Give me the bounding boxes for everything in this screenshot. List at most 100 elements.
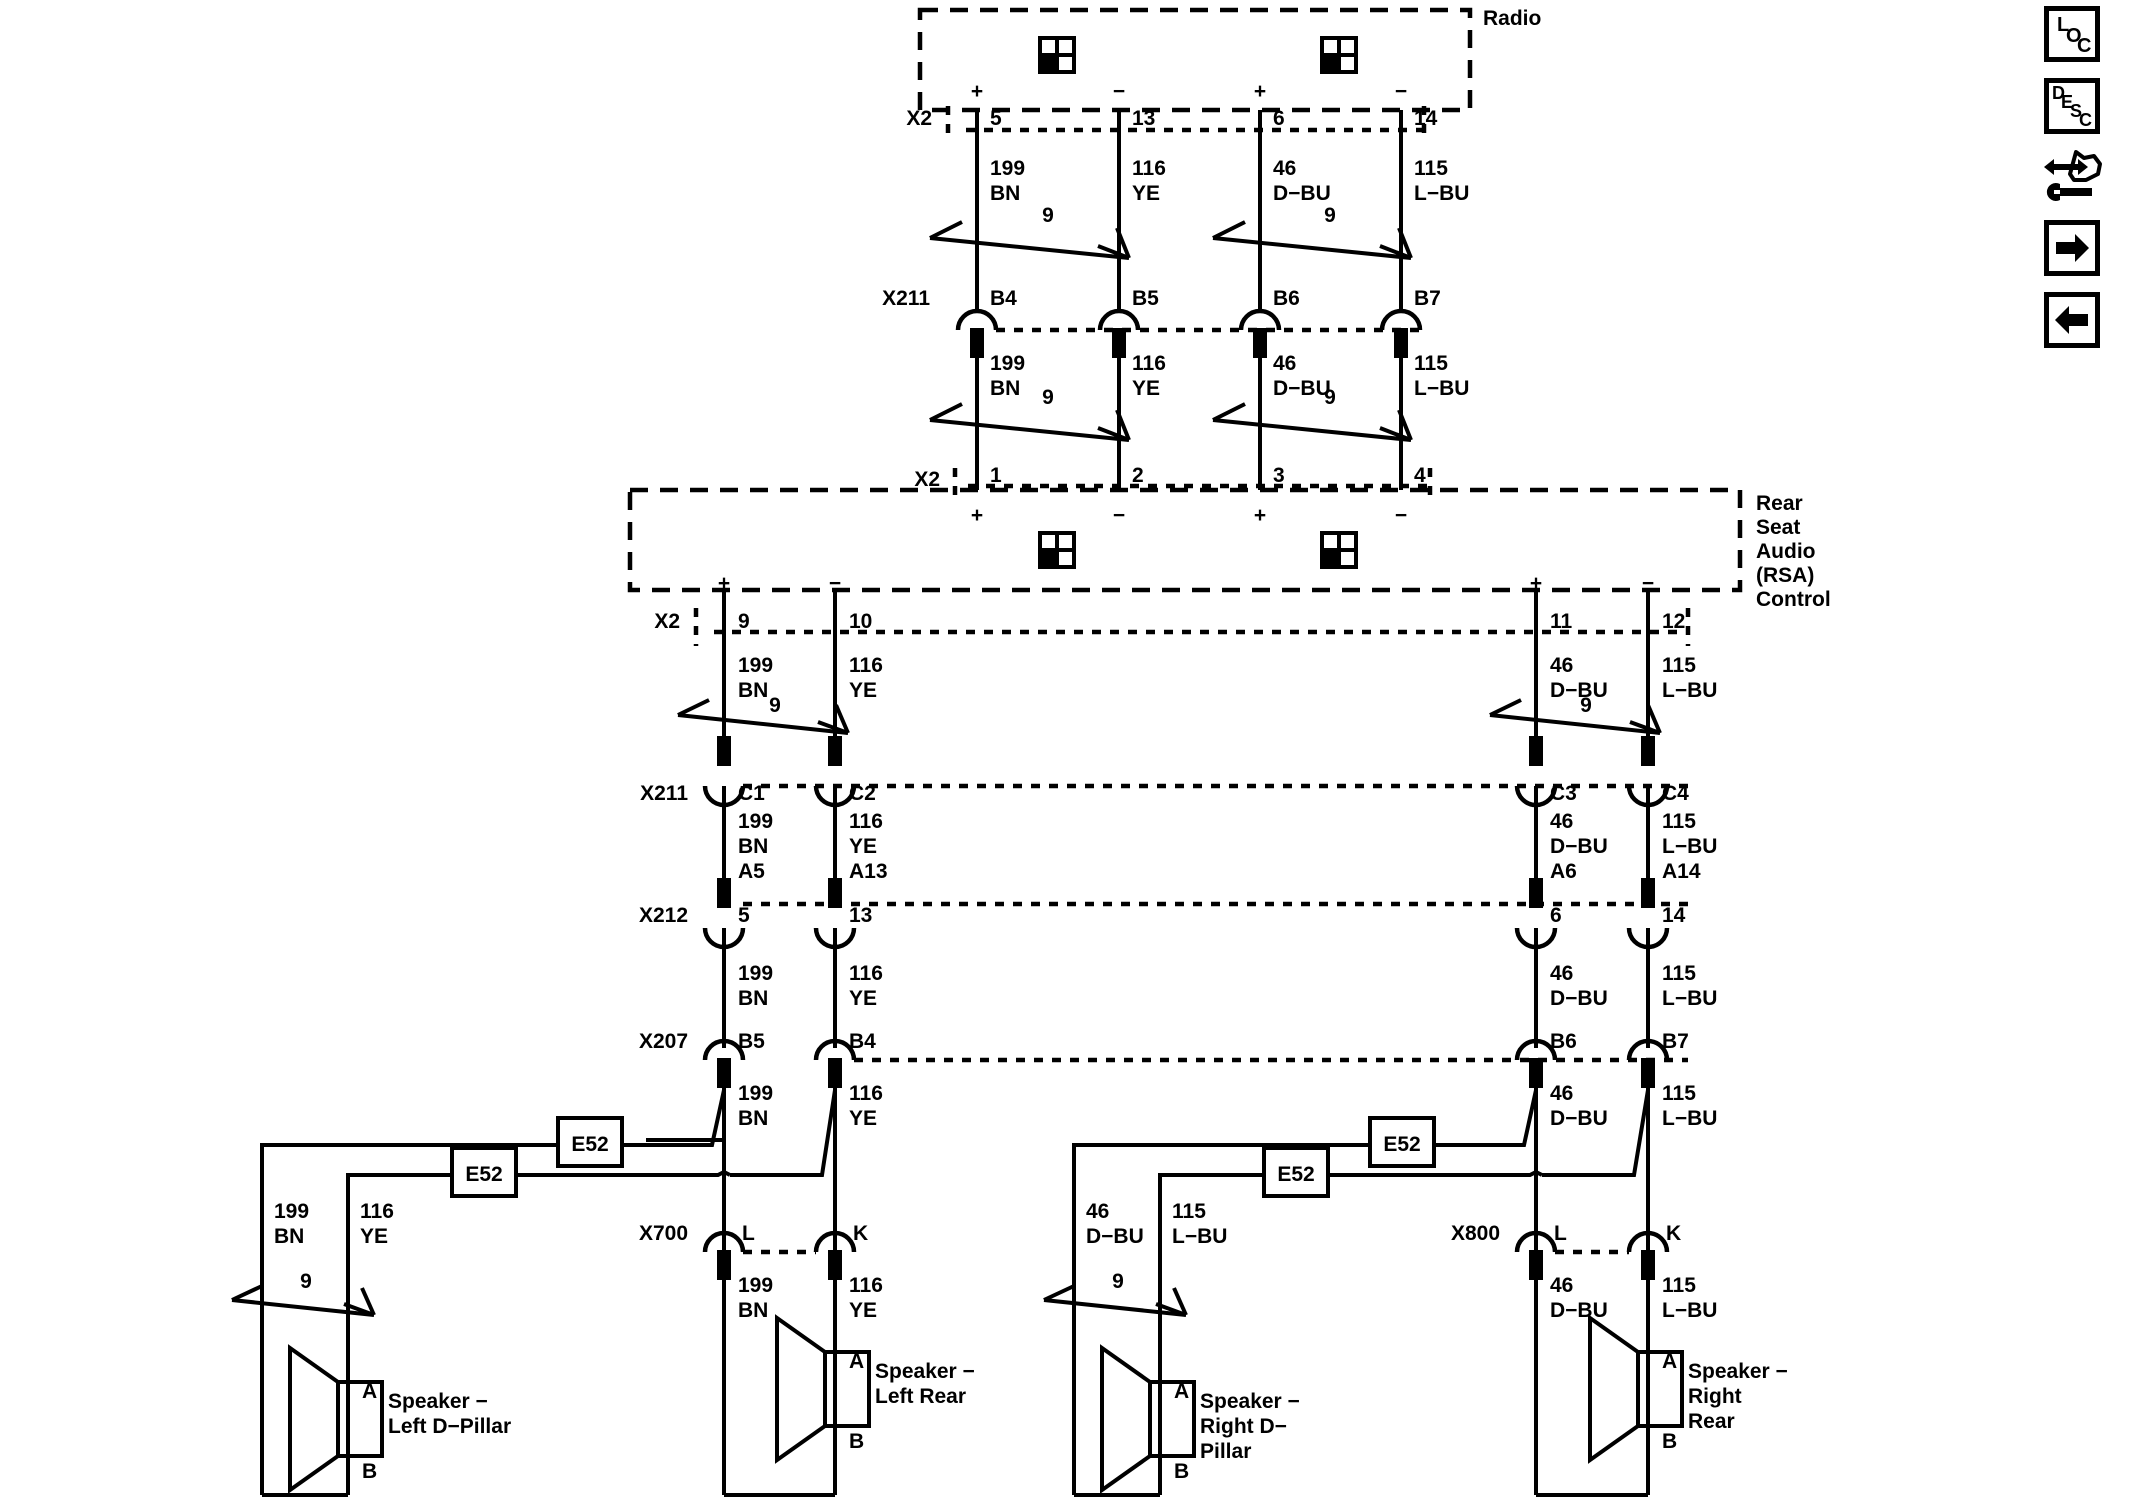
speaker-name-line-0: Speaker − <box>1200 1390 1300 1413</box>
connector-label-x2-rsa-bottom: X2 <box>654 610 680 633</box>
pin-label-x207-b4: B4 <box>849 1030 876 1053</box>
desc-button[interactable]: D E S C <box>2044 78 2100 134</box>
pin-number-rsa-2: 2 <box>1132 464 1144 487</box>
pin-label-a13: A13 <box>849 860 888 883</box>
circuit-color: L−BU <box>1662 679 1717 702</box>
pin-label-a6: A6 <box>1550 860 1577 883</box>
prev-button[interactable] <box>2044 292 2100 348</box>
pin-label-x211-b4: B4 <box>990 287 1017 310</box>
circuit-color: YE <box>849 835 877 858</box>
circuit-color: YE <box>849 1107 877 1130</box>
circuit-number: 46 <box>1550 1274 1573 1297</box>
next-button[interactable] <box>2044 220 2100 276</box>
terminal-label-b: B <box>1662 1430 1677 1453</box>
splice-e52[interactable]: E52 <box>450 1146 518 1198</box>
terminal-label-a: A <box>362 1380 377 1403</box>
pin-label-x211-b6: B6 <box>1273 287 1300 310</box>
tools-button[interactable] <box>2040 148 2106 210</box>
terminal-label-a: A <box>1174 1380 1189 1403</box>
circuit-number: 115 <box>1172 1200 1206 1223</box>
circuit-number: 199 <box>990 157 1025 180</box>
circuit-color: YE <box>1132 377 1160 400</box>
terminal-label-a: A <box>849 1350 864 1373</box>
circuit-color: L−BU <box>1662 835 1717 858</box>
circuit-number: 46 <box>1273 352 1296 375</box>
desc-letter-0: D <box>2052 83 2065 103</box>
wire-gauge: 9 <box>1112 1270 1124 1293</box>
circuit-number: 115 <box>1662 810 1696 833</box>
splice-e52[interactable]: E52 <box>1262 1146 1330 1198</box>
circuit-number: 46 <box>1086 1200 1109 1223</box>
polarity-radio-pin14: − <box>1395 80 1407 103</box>
wire-gauge: 9 <box>300 1270 312 1293</box>
connector-label-x211-lower: X211 <box>640 782 688 805</box>
rsa-label-line-0: Rear <box>1756 492 1803 515</box>
pin-label-x212-5: 5 <box>738 904 750 927</box>
pin-label-x211-c3: C3 <box>1550 782 1577 805</box>
loc-letter-0: L <box>2057 14 2069 36</box>
pin-number-rsa-3: 3 <box>1273 464 1285 487</box>
pin-number-rsa-10: 10 <box>849 610 872 633</box>
speaker-name-line-1: Right D− <box>1200 1415 1287 1438</box>
circuit-number: 115 <box>1662 1274 1696 1297</box>
circuit-number: 116 <box>849 810 883 833</box>
pin-label-x211-c2: C2 <box>849 782 876 805</box>
circuit-color: L−BU <box>1662 1107 1717 1130</box>
connector-label-x800: X800 <box>1451 1222 1500 1245</box>
circuit-number: 46 <box>1273 157 1296 180</box>
splice-e52[interactable]: E52 <box>556 1116 624 1168</box>
circuit-color: L−BU <box>1662 1299 1717 1322</box>
splice-label: E52 <box>1383 1133 1420 1156</box>
circuit-color: D−BU <box>1550 987 1608 1010</box>
twisted-pair-marker: 9 <box>1212 204 1413 260</box>
pin-label-x700-k: K <box>853 1222 868 1245</box>
pin-label-x207-b6: B6 <box>1550 1030 1577 1053</box>
connector-label-x2-rsa-top: X2 <box>914 468 940 491</box>
loc-button[interactable]: L O C <box>2044 6 2100 62</box>
pin-number-radio-5: 5 <box>990 107 1002 130</box>
loc-letter-1: O <box>2066 25 2082 47</box>
polarity-rsa-10: − <box>829 572 841 595</box>
circuit-color: D−BU <box>1550 835 1608 858</box>
circuit-number: 115 <box>1662 1082 1696 1105</box>
circuit-number: 199 <box>274 1200 309 1223</box>
arrow-left-icon <box>2055 306 2088 334</box>
pin-label-a14: A14 <box>1662 860 1701 883</box>
connector-label-x211-upper: X211 <box>882 287 930 310</box>
speaker-name-line-1: Right <box>1688 1385 1742 1408</box>
terminal-label-b: B <box>1174 1460 1189 1483</box>
pin-label-x207-b7: B7 <box>1662 1030 1689 1053</box>
splice-e52[interactable]: E52 <box>1368 1116 1436 1168</box>
speaker-name-line-2: Pillar <box>1200 1440 1251 1463</box>
wire-gauge: 9 <box>1042 204 1054 227</box>
speaker-right-rear: A B Speaker − Right Rear <box>1588 1316 1788 1462</box>
pin-number-rsa-12: 12 <box>1662 610 1685 633</box>
pin-label-x211-b7: B7 <box>1414 287 1441 310</box>
polarity-radio-pin6: + <box>1254 80 1266 103</box>
rsa-label-line-3: (RSA) <box>1756 564 1814 587</box>
circuit-color: BN <box>990 182 1020 205</box>
circuit-color: D−BU <box>1273 182 1331 205</box>
wire-gauge: 9 <box>1324 204 1336 227</box>
speaker-name-line-0: Speaker − <box>1688 1360 1788 1383</box>
circuit-number: 199 <box>738 1274 773 1297</box>
connector-label-x212: X212 <box>639 904 688 927</box>
hand-arrows-wrench-icon <box>2044 150 2102 201</box>
twisted-pair-marker: 9 <box>929 204 1131 260</box>
radio-component-box <box>917 7 1473 113</box>
circuit-color: L−BU <box>1414 182 1469 205</box>
pin-number-radio-14: 14 <box>1414 107 1438 130</box>
speaker-right-d-pillar: A B Speaker − Right D− Pillar <box>1100 1346 1300 1492</box>
circuit-number: 46 <box>1550 810 1573 833</box>
four-pane-grid-icon <box>1320 531 1358 569</box>
circuit-color: YE <box>360 1225 388 1248</box>
pin-label-x212-6: 6 <box>1550 904 1562 927</box>
pin-label-x207-b5: B5 <box>738 1030 765 1053</box>
terminal-label-b: B <box>849 1430 864 1453</box>
wire-gauge: 9 <box>1042 386 1054 409</box>
circuit-number: 116 <box>849 654 883 677</box>
circuit-number: 116 <box>1132 157 1166 180</box>
pin-number-rsa-1: 1 <box>990 464 1002 487</box>
connector-label-x207: X207 <box>639 1030 688 1053</box>
